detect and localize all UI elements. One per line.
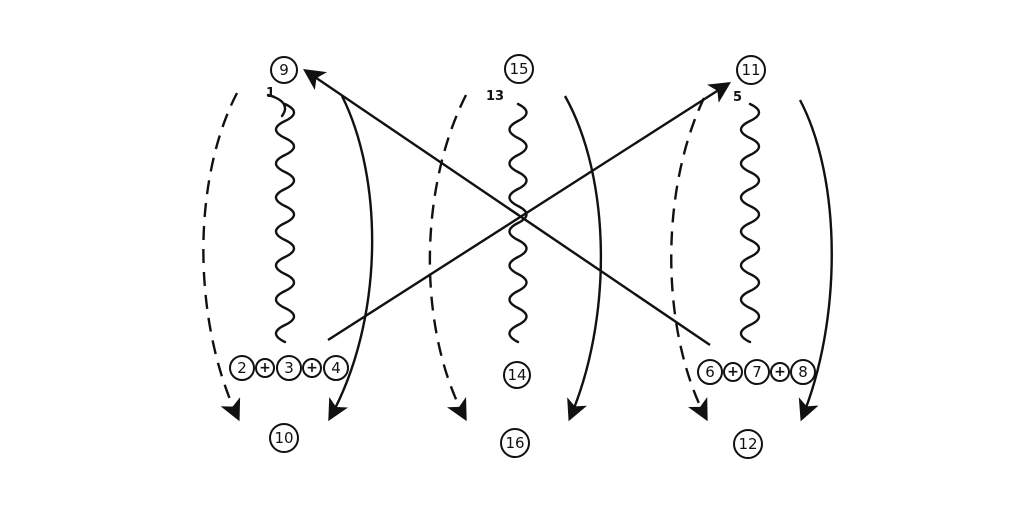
wave-left-body	[274, 102, 296, 344]
solid-arc-center	[563, 95, 603, 422]
node-top-left-label: 9	[279, 61, 289, 79]
group-right-item-3: 8	[798, 363, 808, 381]
plus-symbol: +	[259, 360, 271, 376]
node-top-right-label: 11	[741, 61, 760, 79]
start-label-right: 5	[733, 90, 742, 105]
plus-symbol: +	[727, 364, 739, 380]
cross-arrow-to-9	[303, 68, 711, 346]
node-target-center-label: 16	[505, 434, 524, 452]
start-label-center: 13	[486, 89, 504, 104]
node-top-left: 9	[270, 56, 298, 84]
wave-center-body	[508, 102, 528, 344]
node-top-center-label: 15	[509, 60, 528, 78]
node-target-center: 16	[500, 428, 530, 458]
start-label-left: 1	[266, 86, 275, 101]
wave-right-body	[739, 102, 761, 344]
node-top-center: 15	[504, 54, 534, 84]
group-right-item-2: 7	[752, 363, 762, 381]
dashed-arc-left	[202, 92, 241, 422]
node-target-right: 12	[733, 429, 763, 459]
plus-symbol: +	[306, 360, 318, 376]
node-target-right-label: 12	[738, 435, 757, 453]
node-target-left: 10	[269, 423, 299, 453]
solid-arc-left	[328, 95, 374, 422]
group-left-item-3: 4	[331, 359, 341, 377]
bottom-group-left: 2 + 3 + 4	[229, 355, 349, 381]
group-left-item-1: 2	[237, 359, 247, 377]
cross-arrow-to-11	[327, 82, 732, 342]
dashed-arc-right	[670, 97, 708, 422]
solid-arc-right	[798, 99, 833, 422]
node-top-right: 11	[736, 55, 766, 85]
group-right-item-1: 6	[705, 363, 715, 381]
plus-symbol: +	[774, 364, 786, 380]
bottom-group-right: 6 + 7 + 8	[697, 359, 816, 385]
group-left-item-2: 3	[284, 359, 294, 377]
group-center-item-1: 14	[507, 366, 526, 384]
dashed-arc-center	[428, 94, 468, 422]
node-target-left-label: 10	[274, 429, 293, 447]
bottom-group-center: 14	[503, 361, 531, 389]
